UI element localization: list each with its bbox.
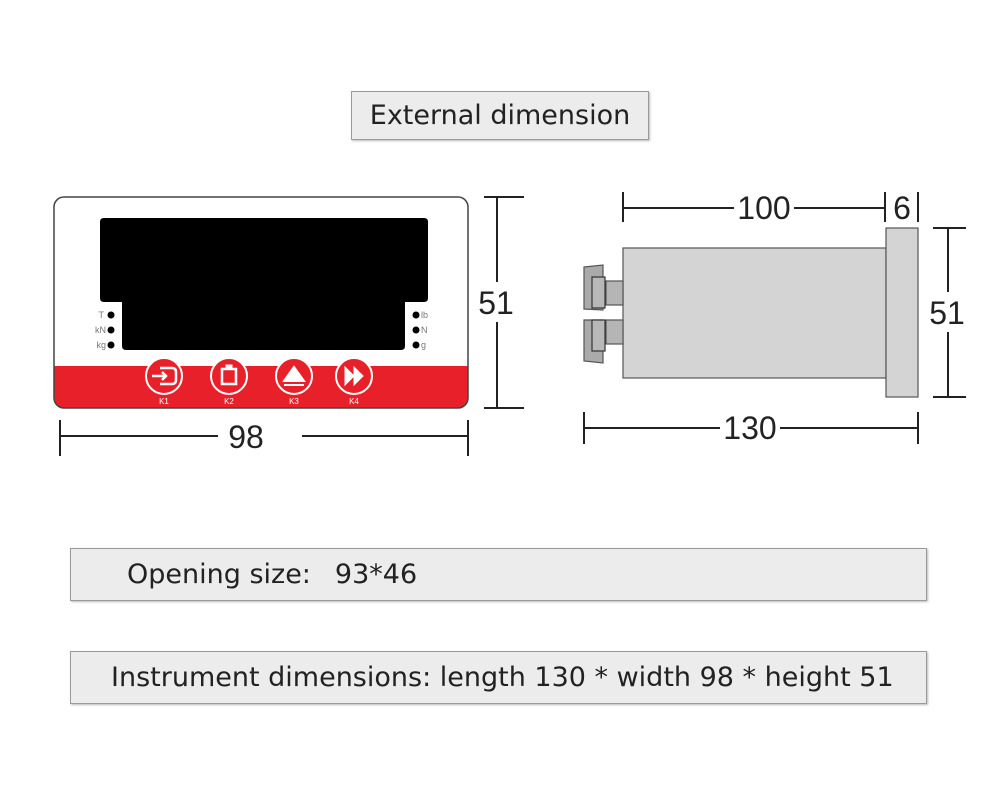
svg-text:K4: K4	[349, 397, 359, 406]
svg-text:g: g	[421, 340, 426, 350]
side-height-label: 51	[929, 295, 965, 331]
title: External dimension	[369, 100, 631, 131]
front-panel: T kN kg lb N g K1 K2 K3 K4	[53, 196, 469, 409]
front-height-label: 51	[478, 285, 514, 321]
opening-size-label: Opening size:	[127, 559, 311, 590]
svg-text:lb: lb	[421, 310, 428, 320]
side-view	[583, 227, 919, 398]
svg-text:kg: kg	[96, 340, 106, 350]
front-dimension-lines	[59, 196, 524, 456]
key-k2-tare-icon	[210, 357, 248, 395]
front-width-label: 98	[228, 419, 264, 455]
length-label: 130	[723, 410, 776, 446]
instrument-dimensions-box: Instrument dimensions: length 130 * widt…	[70, 651, 927, 704]
svg-text:K3: K3	[289, 397, 299, 406]
flange-label: 6	[893, 190, 911, 226]
opening-size-box: Opening size: 93*46	[70, 548, 927, 601]
title-box: External dimension	[351, 91, 649, 140]
instrument-dimensions-text: Instrument dimensions: length 130 * widt…	[111, 662, 894, 693]
svg-text:N: N	[421, 325, 428, 335]
svg-text:T: T	[99, 310, 105, 320]
side-dimension-lines	[583, 192, 966, 444]
indicators-left: T kN kg	[95, 310, 115, 350]
display-window	[100, 218, 428, 350]
opening-size-value: 93*46	[334, 559, 418, 590]
depth-label: 100	[737, 190, 790, 226]
indicators-right: lb N g	[412, 310, 428, 350]
red-key-band	[54, 366, 468, 408]
svg-text:kN: kN	[95, 325, 106, 335]
svg-text:K1: K1	[159, 397, 169, 406]
svg-text:K2: K2	[224, 397, 234, 406]
